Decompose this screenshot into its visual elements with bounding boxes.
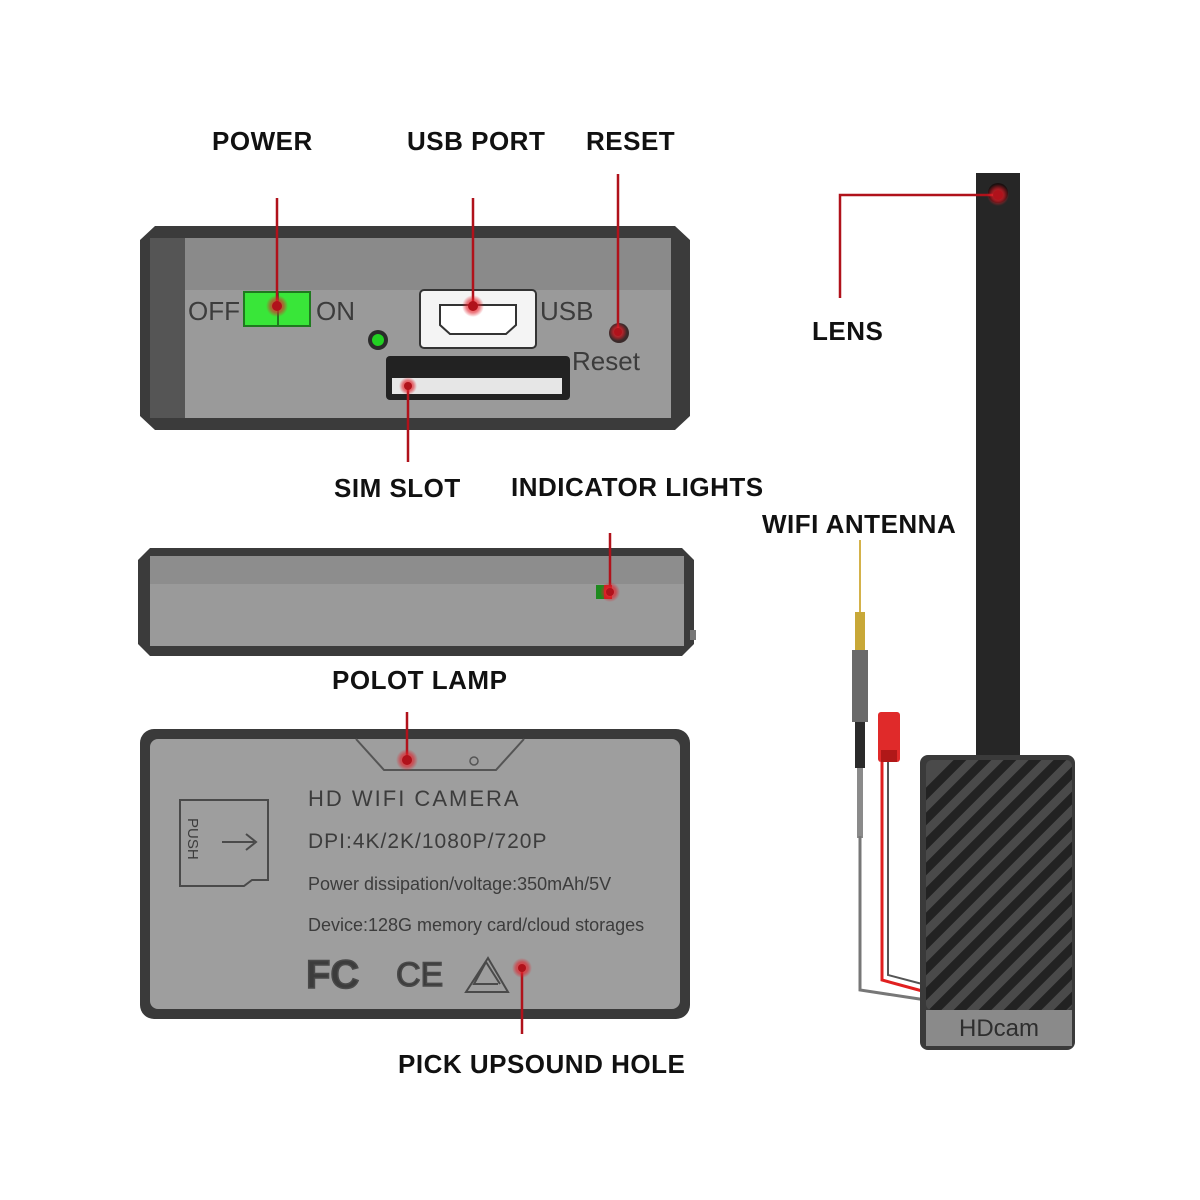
- usb-text: USB: [540, 296, 593, 326]
- label-indicator-lights: INDICATOR LIGHTS: [511, 472, 764, 502]
- spec-line-2: DPI:4K/2K/1080P/720P: [308, 830, 548, 853]
- green-led-icon: [372, 334, 384, 346]
- label-sim-slot: SIM SLOT: [334, 473, 461, 503]
- label-polot-lamp: POLOT LAMP: [332, 665, 508, 695]
- brand-text: HDcam: [959, 1015, 1039, 1042]
- front-device: OFF ON USB Reset: [140, 226, 690, 430]
- brand-plate: [926, 1010, 1072, 1046]
- spec-line-4: Device:128G memory card/cloud storages: [308, 915, 644, 935]
- sim-card: [392, 378, 562, 394]
- power-connector: [878, 712, 900, 762]
- microsd-outline: [179, 799, 269, 887]
- side-device-face: [150, 584, 684, 646]
- recycle-icon: [464, 956, 510, 993]
- reset-text: Reset: [572, 346, 641, 376]
- pilot-lamp-hole: [469, 756, 479, 766]
- label-usb-port: USB PORT: [407, 126, 546, 156]
- push-text: PUSH: [184, 818, 201, 860]
- spec-line-1: HD WIFI CAMERA: [308, 786, 521, 811]
- spec-line-3: Power dissipation/voltage:350mAh/5V: [308, 874, 611, 894]
- lens-leader: [838, 193, 998, 298]
- label-wifi-antenna: WIFI ANTENNA: [762, 509, 957, 539]
- fc-mark: FC: [306, 953, 359, 997]
- usb-socket-icon: [439, 304, 517, 335]
- antenna-tip: [855, 612, 865, 652]
- camera-module: HDcam: [852, 173, 1075, 1050]
- front-device-side: [150, 238, 185, 418]
- antenna-connector: [852, 650, 868, 722]
- label-pick-upsound-hole: PICK UPSOUND HOLE: [398, 1049, 686, 1079]
- side-device-top: [150, 556, 684, 584]
- back-device-face: [150, 739, 680, 1009]
- red-wire: [880, 762, 927, 994]
- lamp-notch: [355, 738, 525, 771]
- ce-mark: CE: [396, 956, 443, 994]
- label-power: POWER: [212, 126, 313, 156]
- lens-ribbon: [976, 173, 1020, 763]
- back-device: PUSH HD WIFI CAMERA DPI:4K/2K/1080P/720P…: [140, 729, 690, 1019]
- pointer-dots: [266, 184, 1009, 978]
- switch-on-text: ON: [316, 296, 355, 326]
- side-device: [138, 548, 696, 656]
- switch-off-text: OFF: [188, 296, 240, 326]
- grey-wire: [858, 836, 927, 1002]
- arrow-right-icon: [222, 833, 258, 851]
- label-reset: RESET: [586, 126, 676, 156]
- board-stripes: [926, 760, 1072, 1010]
- leader-lines: [275, 174, 998, 1034]
- front-device-top-face: [185, 238, 671, 290]
- label-lens: LENS: [812, 316, 884, 346]
